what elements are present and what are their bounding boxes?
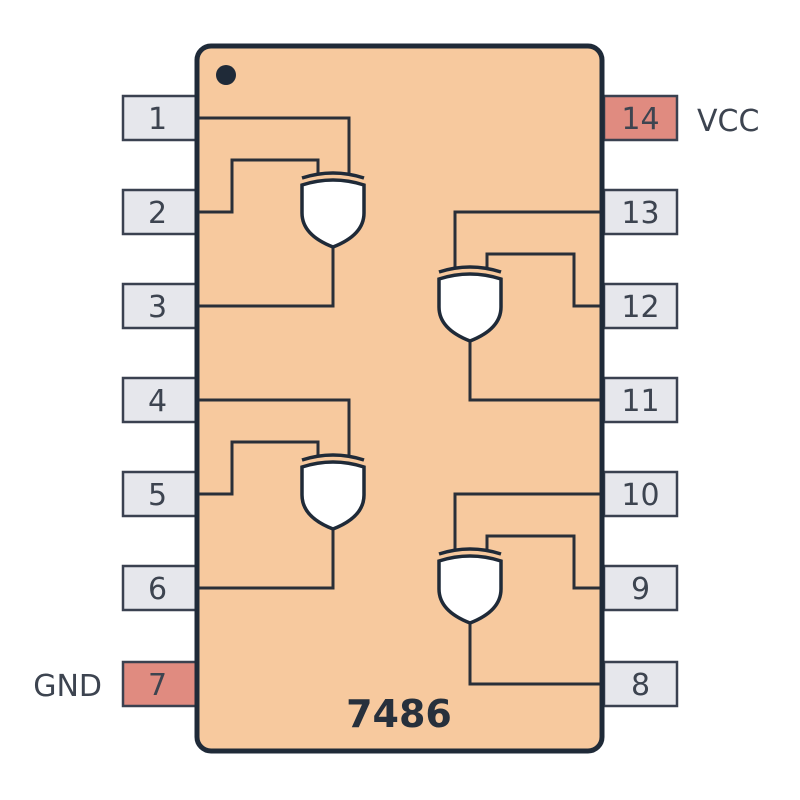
xor-input-curve [438, 547, 502, 556]
gate-2-output-wire [199, 529, 335, 590]
gate-1-input-b-wire [199, 158, 320, 214]
wires [199, 116, 600, 686]
pin-number-label: 13 [621, 196, 659, 231]
gate-1-output-wire [199, 247, 335, 308]
pin-number-label: 9 [631, 572, 650, 607]
or-body [437, 272, 503, 343]
pin-number-label: 6 [148, 572, 167, 607]
pin-box [602, 282, 679, 330]
gate-4-xor-symbol [437, 547, 503, 625]
pin-number-label: 2 [148, 196, 167, 231]
gate-3-input-a-wire [453, 210, 600, 267]
or-body [300, 460, 366, 531]
pin-12: 12 [602, 282, 679, 330]
pin-number-label: 8 [631, 668, 650, 703]
gate-3-output-wire [468, 341, 600, 402]
gate-1-input-a-wire [199, 116, 351, 173]
gate-4-input-a-wire [453, 492, 600, 549]
pin-number-label: 3 [148, 290, 167, 325]
gate-2-input-b-wire [199, 440, 320, 496]
pin-3: 3 [121, 282, 198, 330]
pin-11: 11 [602, 376, 679, 424]
or-body [300, 178, 366, 249]
xor-input-curve [438, 265, 502, 274]
chip-part-number: 7486 [346, 692, 452, 736]
xor-input-curve [301, 453, 365, 462]
pin-box [121, 470, 198, 518]
pin-number-label: 11 [621, 384, 659, 419]
gate-3-xor-symbol [437, 265, 503, 343]
pin-2: 2 [121, 188, 198, 236]
pin-number-label: 7 [148, 668, 167, 703]
pin-box [602, 94, 679, 142]
vcc-label: VCC [697, 104, 759, 139]
pin-number-label: 12 [621, 290, 659, 325]
pins-left: 1 2 3 4 5 6 7 [121, 94, 198, 708]
pin-7: 7 [121, 660, 198, 708]
pin-box [121, 94, 198, 142]
gate-2-input-a-wire [199, 398, 351, 455]
gate-1-xor-symbol [300, 171, 366, 249]
pins-right: 8 9 10 11 12 13 14 [602, 94, 679, 708]
pin1-indicator-dot [216, 65, 236, 85]
pin-6: 6 [121, 564, 198, 612]
gate-4-output-wire [468, 623, 600, 686]
pin-4: 4 [121, 376, 198, 424]
pin-13: 13 [602, 188, 679, 236]
pin-5: 5 [121, 470, 198, 518]
gate-3-input-b-wire [485, 252, 600, 308]
pin-box [121, 188, 198, 236]
pin-box [602, 376, 679, 424]
pin-box [602, 188, 679, 236]
pin-1: 1 [121, 94, 198, 142]
pin-8: 8 [602, 660, 679, 708]
gates [300, 171, 503, 625]
gnd-label: GND [33, 669, 102, 704]
gate-4-input-b-wire [485, 534, 600, 590]
or-body [437, 554, 503, 625]
gate-2-xor-symbol [300, 453, 366, 531]
pin-9: 9 [602, 564, 679, 612]
pin-box [121, 660, 198, 708]
pin-number-label: 1 [148, 102, 167, 137]
pin-14: 14 [602, 94, 679, 142]
pin-box [121, 282, 198, 330]
pin-number-label: 4 [148, 384, 167, 419]
pin-number-label: 14 [621, 102, 659, 137]
pin-10: 10 [602, 470, 679, 518]
xor-input-curve [301, 171, 365, 180]
pin-number-label: 5 [148, 478, 167, 513]
pin-number-label: 10 [621, 478, 659, 513]
